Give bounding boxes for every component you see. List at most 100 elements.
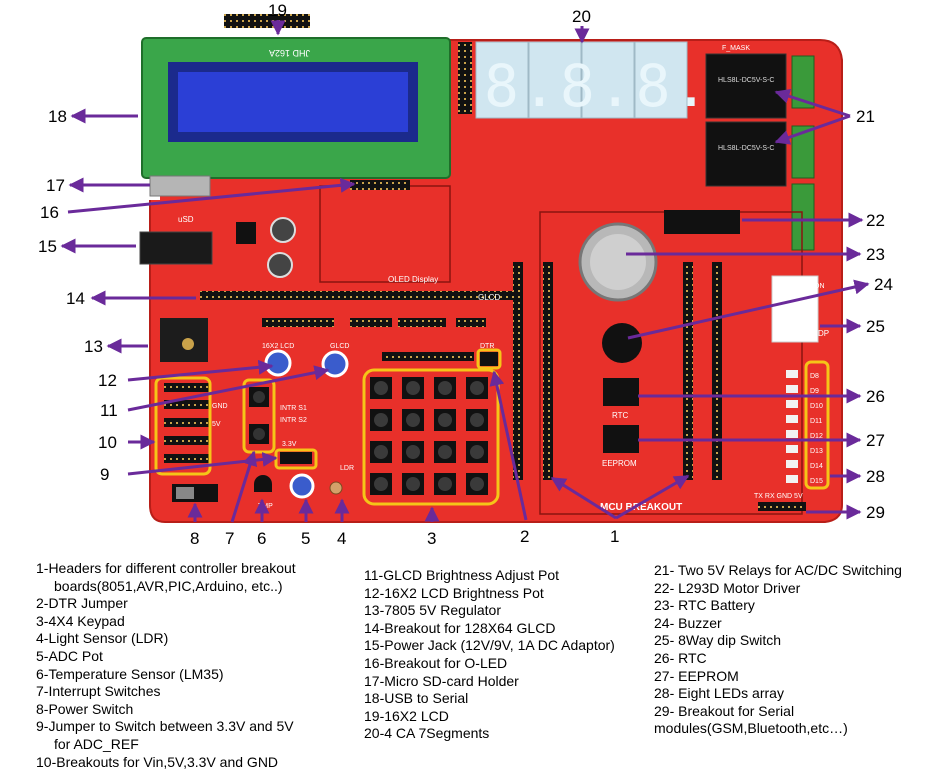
led-port-label: D9 <box>810 388 819 395</box>
arrow-11 <box>127 365 330 412</box>
keypad-button-cap <box>470 445 484 459</box>
led-port-label: D14 <box>810 463 823 470</box>
keypad-button-cap <box>374 381 388 395</box>
header-d <box>456 318 486 327</box>
callout-7: 7 <box>225 529 234 548</box>
led-port-label: D10 <box>810 403 823 410</box>
relay-1 <box>705 53 787 119</box>
arrow-21b <box>774 114 851 145</box>
arrow-1a <box>550 476 617 520</box>
led <box>786 385 798 393</box>
legend-item: 24- Buzzer <box>654 614 722 631</box>
legend-item: 29- Breakout for Serial <box>654 702 795 719</box>
callout-24: 24 <box>874 275 893 294</box>
keypad-button-cap <box>374 477 388 491</box>
header-b <box>350 318 392 327</box>
highlight-dtr <box>476 348 502 370</box>
svg-text:TMP: TMP <box>258 503 273 510</box>
legend-item: 10-Breakouts for Vin,5V,3.3V and GND <box>36 753 279 770</box>
led <box>786 400 798 408</box>
ldr <box>329 481 343 495</box>
breakout-header-1 <box>164 383 210 392</box>
keypad-button-cap <box>374 445 388 459</box>
dip-switch <box>771 275 819 343</box>
keypad-button-cap <box>438 381 452 395</box>
keypad-button-cap <box>470 477 484 491</box>
callout-12: 12 <box>98 371 117 390</box>
svg-text:EEPROM: EEPROM <box>602 459 637 468</box>
glcd-header <box>200 291 520 300</box>
callout-2: 2 <box>520 527 529 546</box>
callout-5: 5 <box>301 529 310 548</box>
svg-text:DTR: DTR <box>480 343 494 350</box>
arrow-24 <box>627 279 870 340</box>
header-c <box>398 318 446 327</box>
callout-16: 16 <box>40 203 59 222</box>
legend-item: for ADC_REF <box>54 735 139 752</box>
temp-sensor <box>254 475 272 492</box>
callout-arrows <box>60 20 870 523</box>
legend-item: modules(GSM,Bluetooth,etc…) <box>654 720 848 737</box>
breakout-header-5 <box>164 454 210 463</box>
keypad-button-cap <box>438 445 452 459</box>
svg-text:LDR: LDR <box>340 465 354 472</box>
led <box>786 460 798 468</box>
callout-28: 28 <box>866 467 885 486</box>
mcu-header-1 <box>513 262 523 480</box>
callout-20: 20 <box>572 7 591 26</box>
relay-terminal-3 <box>791 183 815 251</box>
mcu-header-4 <box>712 262 722 480</box>
led-port-label: D8 <box>810 373 819 380</box>
legend-item: 7-Interrupt Switches <box>36 683 161 700</box>
svg-text:HLS8L-DC5V-S-C: HLS8L-DC5V-S-C <box>718 77 774 84</box>
keypad-4x4 <box>370 377 488 495</box>
callout-23: 23 <box>866 245 885 264</box>
callout-29: 29 <box>866 503 885 522</box>
capacitor-1 <box>270 217 296 243</box>
legend-item: 20-4 CA 7Segments <box>364 725 490 742</box>
relay-terminal-1 <box>791 55 815 109</box>
legend-item: 16-Breakout for O-LED <box>364 654 508 671</box>
breakout-header-2 <box>164 400 210 409</box>
serial-breakout-header <box>758 502 806 511</box>
callout-3: 3 <box>427 529 436 548</box>
callout-18: 18 <box>48 107 67 126</box>
arrow-16 <box>67 177 356 214</box>
adc-ref-jumper <box>280 452 312 464</box>
legend-item: 4-Light Sensor (LDR) <box>36 630 169 647</box>
callout-25: 25 <box>866 317 885 336</box>
legend-item: 1-Headers for different controller break… <box>36 560 296 576</box>
keypad-button-cap <box>438 413 452 427</box>
keypad-button-cap <box>374 413 388 427</box>
dtr-jumper <box>480 352 498 366</box>
legend-item: 11-GLCD Brightness Adjust Pot <box>364 567 560 583</box>
legend-item: 17-Micro SD-card Holder <box>364 672 519 689</box>
legend-column-2: 11-GLCD Brightness Adjust Pot 12-16X2 LC… <box>364 567 615 743</box>
legend-item: 12-16X2 LCD Brightness Pot <box>364 584 544 601</box>
svg-text:OLED Display: OLED Display <box>388 275 438 284</box>
led-port-label: D13 <box>810 448 823 455</box>
legend-item: 18-USB to Serial <box>364 690 469 707</box>
arrow-1b <box>615 474 690 520</box>
legend-item: 13-7805 5V Regulator <box>364 602 501 619</box>
arrow-7 <box>230 450 258 523</box>
keypad-button-cap <box>406 381 420 395</box>
svg-text:uSD: uSD <box>178 215 194 224</box>
highlight-boxes <box>154 348 830 506</box>
relays: HLS8L-DC5V-S-C HLS8L-DC5V-S-C F_MASK <box>705 45 815 251</box>
legend-item: 19-16X2 LCD <box>364 707 449 724</box>
svg-text:RTC: RTC <box>612 411 629 420</box>
legend-item: 21- Two 5V Relays for AC/DC Switching <box>654 562 902 578</box>
svg-text:GLCD: GLCD <box>330 343 349 350</box>
svg-text:ON: ON <box>814 283 825 290</box>
legend-item: 25- 8Way dip Switch <box>654 632 782 649</box>
legend-item: 9-Jumper to Switch between 3.3V and 5V <box>36 718 294 735</box>
eeprom-chip <box>603 425 639 453</box>
led-port-label: D15 <box>810 478 823 485</box>
highlight-interrupt <box>242 378 276 454</box>
callout-19: 19 <box>268 1 287 20</box>
legend-item: 15-Power Jack (12V/9V, 1A DC Adaptor) <box>364 637 615 654</box>
lcd-model-label: JHD 162A <box>269 48 310 58</box>
callout-1: 1 <box>610 527 619 546</box>
callout-17: 17 <box>46 176 65 195</box>
